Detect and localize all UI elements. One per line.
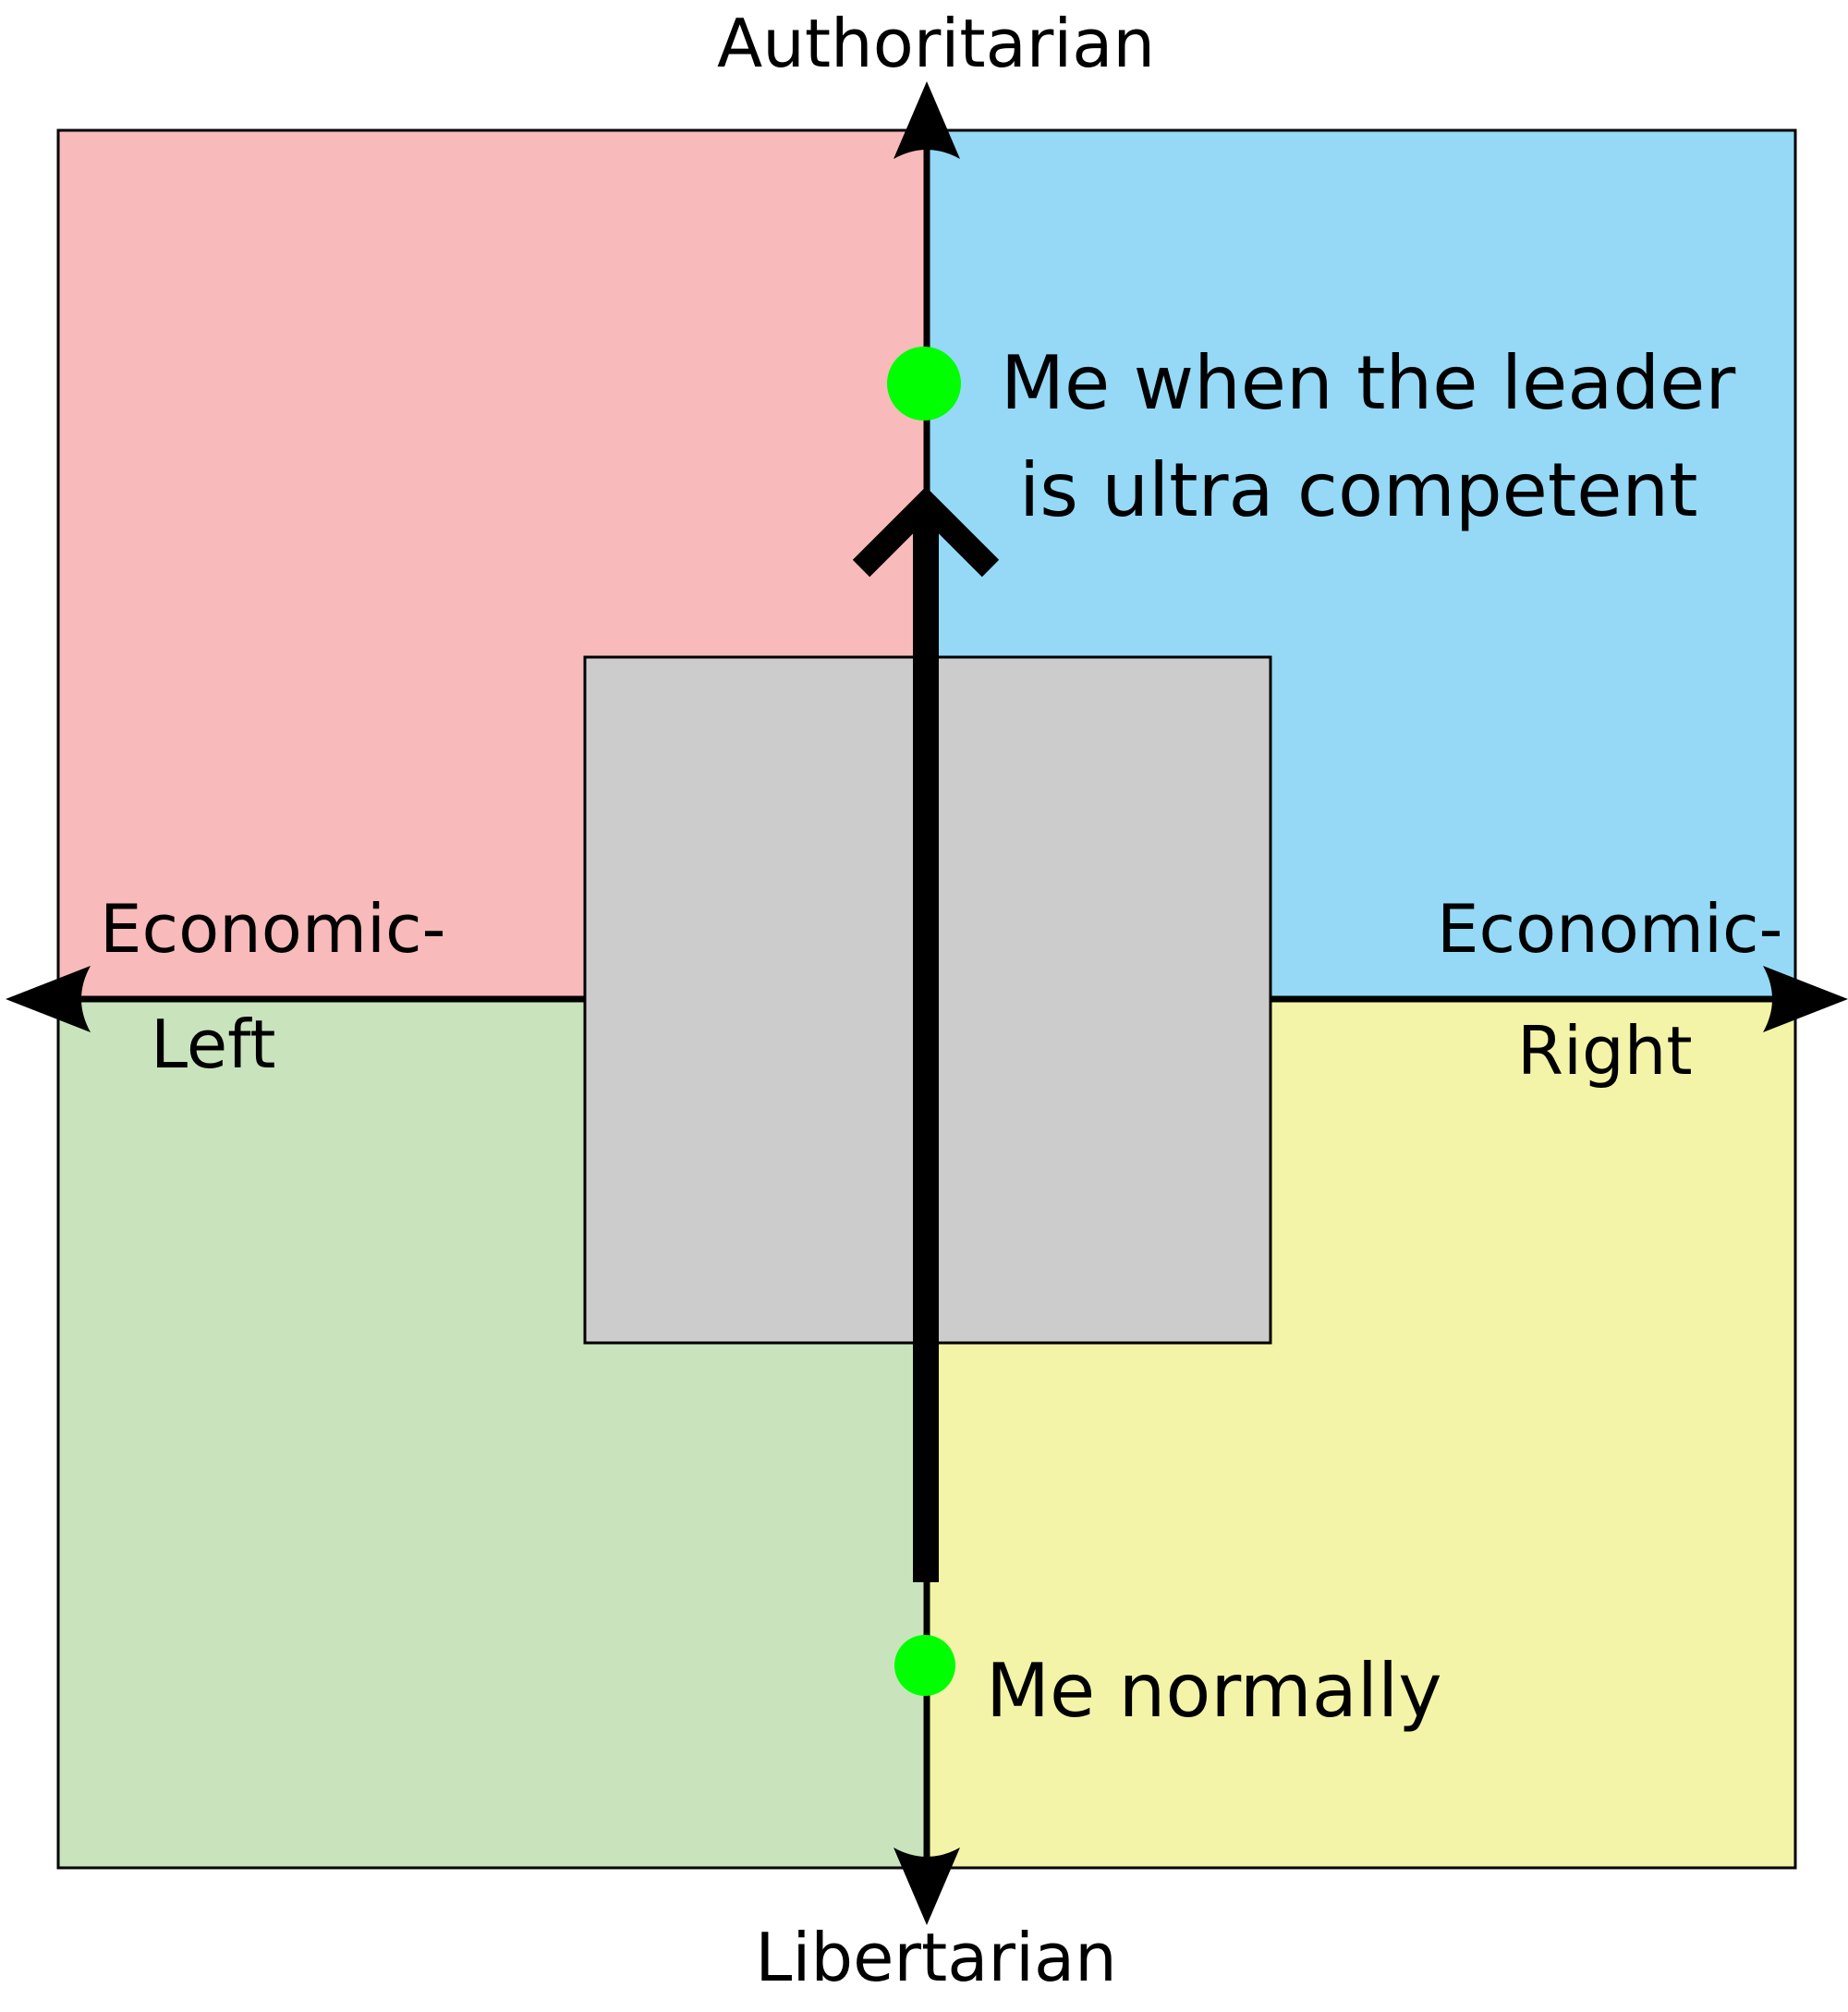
left-arrowhead bbox=[6, 966, 91, 1032]
label-economic-left-1: Economic- bbox=[100, 890, 446, 968]
shift-arrowhead bbox=[852, 486, 1000, 578]
right-arrowhead bbox=[1763, 966, 1848, 1032]
lib-annotation: Me normally bbox=[986, 1648, 1442, 1734]
bottom-arrowhead bbox=[894, 1847, 960, 1925]
label-economic-left-2: Left bbox=[151, 1006, 275, 1083]
top-arrowhead bbox=[894, 81, 960, 159]
label-libertarian: Libertarian bbox=[755, 1919, 1116, 1996]
lib-point bbox=[894, 1635, 955, 1696]
auth-annotation-line-1: Me when the leader bbox=[1001, 340, 1735, 426]
label-authoritarian: Authoritarian bbox=[717, 5, 1155, 82]
auth-annotation-line-2: is ultra competent bbox=[1019, 447, 1698, 533]
auth-point bbox=[887, 347, 961, 421]
label-economic-right-2: Right bbox=[1517, 1012, 1693, 1090]
label-economic-right-1: Economic- bbox=[1437, 890, 1783, 968]
